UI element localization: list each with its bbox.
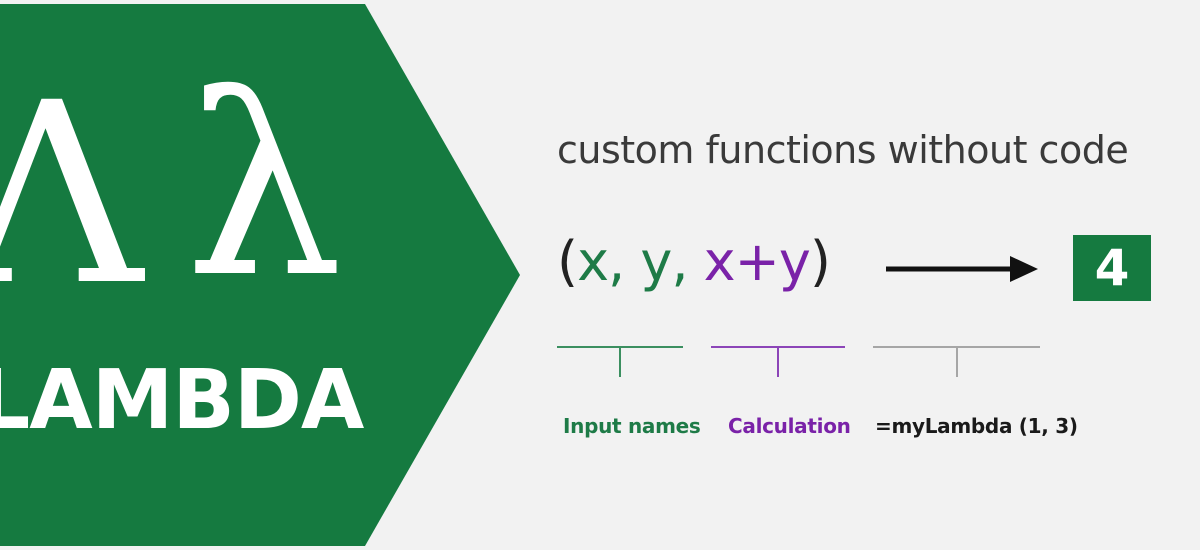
green-chevron-shape	[0, 4, 520, 546]
tagline: custom functions without code	[557, 128, 1129, 172]
right-arrow-icon	[886, 256, 1038, 282]
input-names-label: Input names	[563, 414, 701, 438]
formula-calculation: x+y	[703, 230, 811, 293]
brand-wordmark: LAMBDA	[0, 353, 364, 448]
formula-open-paren: (	[557, 230, 578, 293]
lambda-uppercase-symbol: Λ	[0, 49, 143, 340]
example-call-label: =myLambda (1, 3)	[875, 414, 1078, 438]
result-box: 4	[1073, 235, 1151, 301]
example-bracket	[873, 346, 1040, 377]
formula-close-paren: )	[809, 230, 831, 293]
calculation-label: Calculation	[728, 414, 851, 438]
formula-inputs: x, y,	[577, 230, 704, 293]
calculation-bracket	[711, 346, 845, 377]
inputs-bracket	[557, 346, 683, 377]
lambda-lowercase-symbol: λ	[185, 41, 344, 332]
lambda-formula: (x, y, x+y)	[557, 230, 831, 293]
